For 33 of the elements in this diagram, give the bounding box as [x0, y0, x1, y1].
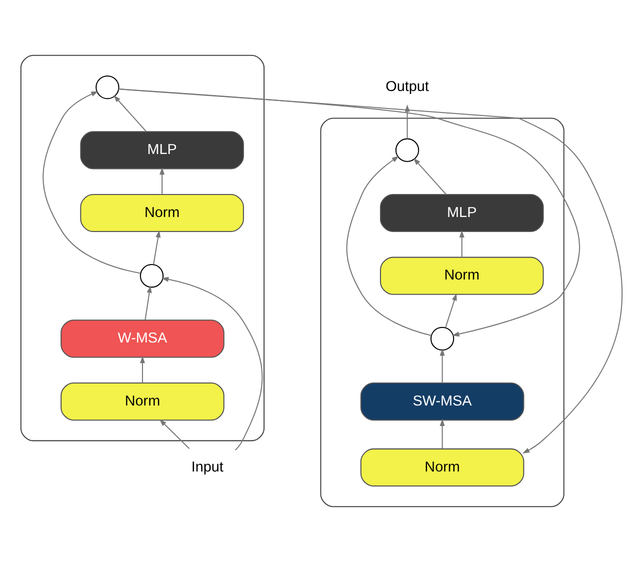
arrow [118, 88, 580, 336]
node-text: Input [191, 458, 224, 475]
node-circle [96, 74, 120, 99]
node-box: Norm [360, 448, 524, 486]
arrow [153, 230, 161, 264]
node-circle [140, 264, 164, 288]
arrow [140, 355, 146, 382]
cluster [20, 54, 265, 441]
node-circle [395, 138, 420, 162]
arrow [346, 155, 432, 336]
node-box: Norm [80, 193, 244, 232]
node-box: MLP [380, 193, 544, 232]
node-box: MLP [80, 130, 244, 169]
node-circle [430, 326, 454, 350]
node-box: Norm [60, 382, 224, 420]
arrow [440, 348, 445, 382]
cluster [320, 117, 564, 507]
arrow [404, 104, 410, 138]
arrow [114, 94, 147, 132]
arrow [161, 276, 263, 450]
arrow [440, 418, 445, 448]
arrow [160, 166, 165, 194]
node-text: Output [386, 78, 429, 95]
node-box: W-MSA [60, 319, 224, 358]
node-box: SW-MSA [360, 382, 524, 420]
arrow [413, 157, 446, 194]
arrow [42, 90, 141, 274]
arrow [445, 292, 457, 328]
arrow [144, 285, 152, 320]
arrow [118, 88, 622, 454]
node-box: Norm [380, 256, 544, 294]
arrow [159, 418, 190, 449]
arrow [459, 230, 464, 257]
